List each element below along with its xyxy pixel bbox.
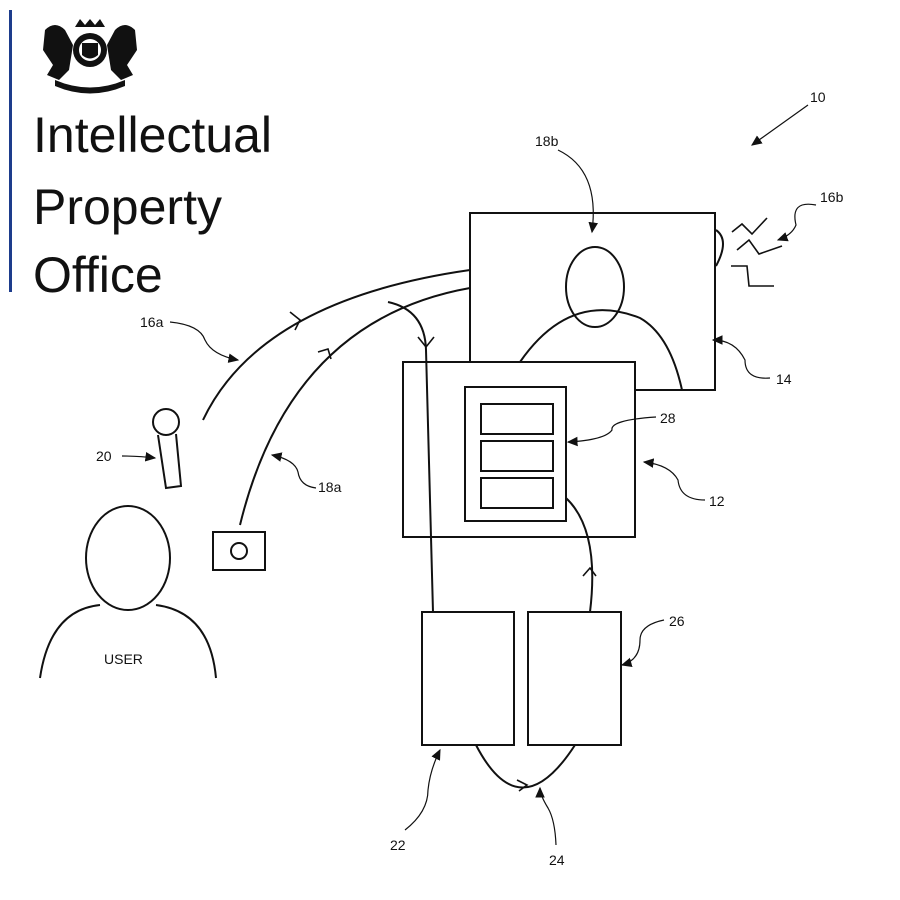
logo-line-2: Property xyxy=(33,179,222,235)
logo-line-3: Office xyxy=(33,247,163,303)
user-body xyxy=(39,604,217,679)
label-20: 20 xyxy=(96,448,112,464)
label-12: 12 xyxy=(709,493,725,509)
leader-18b xyxy=(557,149,598,234)
display-device-box xyxy=(402,361,636,538)
user-head xyxy=(85,505,171,611)
royal-coat-of-arms-logo xyxy=(43,19,137,94)
remote-person-body xyxy=(519,309,683,391)
microphone-head xyxy=(152,408,180,436)
leader-18a xyxy=(270,452,317,489)
camera-lens xyxy=(230,542,248,560)
label-26: 26 xyxy=(669,613,685,629)
logo-line-1: Intellectual xyxy=(33,107,273,163)
label-10: 10 xyxy=(810,89,826,105)
label-24: 24 xyxy=(549,852,565,868)
camera-icon xyxy=(212,531,266,571)
leader-12 xyxy=(642,458,706,501)
return-path xyxy=(565,497,594,613)
downlink-path xyxy=(387,301,434,613)
microphone-handle xyxy=(157,433,183,490)
leader-10 xyxy=(751,104,809,146)
leader-26 xyxy=(620,619,665,668)
unit-22-box xyxy=(421,611,515,746)
label-18b: 18b xyxy=(535,133,559,149)
label-16a: 16a xyxy=(140,314,164,330)
speaker-icon xyxy=(715,229,724,267)
leader-20 xyxy=(121,451,157,462)
logo-accent-bar xyxy=(9,10,12,292)
leader-16b xyxy=(776,203,817,242)
menu-slot xyxy=(480,477,554,509)
link-path xyxy=(475,744,576,789)
remote-person-head xyxy=(565,246,625,328)
menu-panel xyxy=(464,386,567,522)
leader-22 xyxy=(404,748,441,831)
label-22: 22 xyxy=(390,837,406,853)
user-label: USER xyxy=(104,651,143,667)
leader-16a xyxy=(169,321,240,363)
leader-24 xyxy=(535,786,557,846)
sound-waves-icon xyxy=(731,217,783,287)
menu-slot xyxy=(480,440,554,472)
leader-28 xyxy=(566,416,657,447)
menu-slot xyxy=(480,403,554,435)
label-18a: 18a xyxy=(318,479,342,495)
label-16b: 16b xyxy=(820,189,844,205)
unit-26-box xyxy=(527,611,622,746)
label-28: 28 xyxy=(660,410,676,426)
leader-14 xyxy=(711,335,771,379)
label-14: 14 xyxy=(776,371,792,387)
video-signal-path xyxy=(239,287,471,526)
direction-arrows xyxy=(289,311,597,792)
